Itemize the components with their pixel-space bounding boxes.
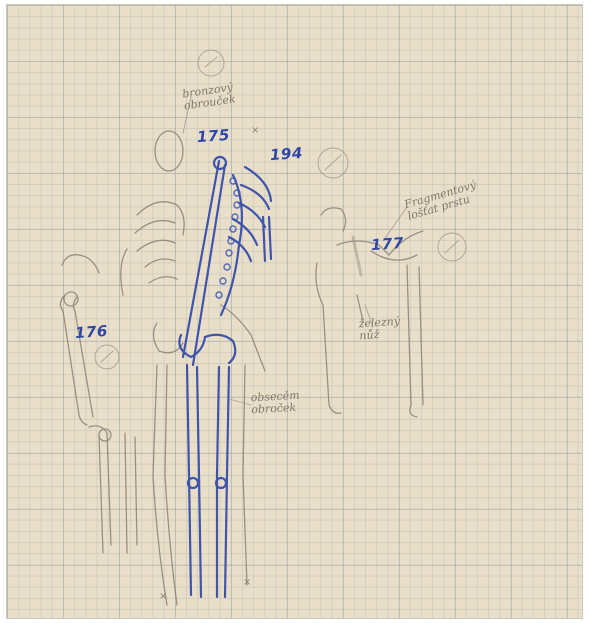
grave-number-175: 175 [196, 126, 230, 146]
skeleton-drawing: × × × [7, 5, 583, 619]
skeleton-176-pencil [60, 255, 137, 553]
compass-mark-far-right [438, 233, 466, 261]
skeleton-194-ink [179, 157, 271, 597]
skeleton-177-pencil [316, 208, 423, 417]
small-cross-mark: × [251, 125, 259, 136]
grave-number-177: 177 [370, 234, 404, 254]
note-iron-knife: železný nůž [358, 316, 401, 343]
note-hanging-ring-line2: obroček [251, 402, 300, 417]
skeleton-175-pencil [121, 131, 265, 605]
note-hanging-ring: obsecěm obroček [250, 390, 300, 417]
sketch-frame: × × × 175 194 176 177 bronzový obrouček … [6, 4, 583, 619]
compass-mark-top [198, 50, 224, 76]
grave-number-194: 194 [269, 144, 303, 164]
small-cross-mark-bottom-right: × [243, 577, 251, 588]
small-cross-mark-bottom: × [159, 591, 167, 602]
compass-mark-right [318, 148, 348, 178]
grave-number-176: 176 [74, 322, 108, 342]
compass-mark-left [95, 345, 119, 369]
